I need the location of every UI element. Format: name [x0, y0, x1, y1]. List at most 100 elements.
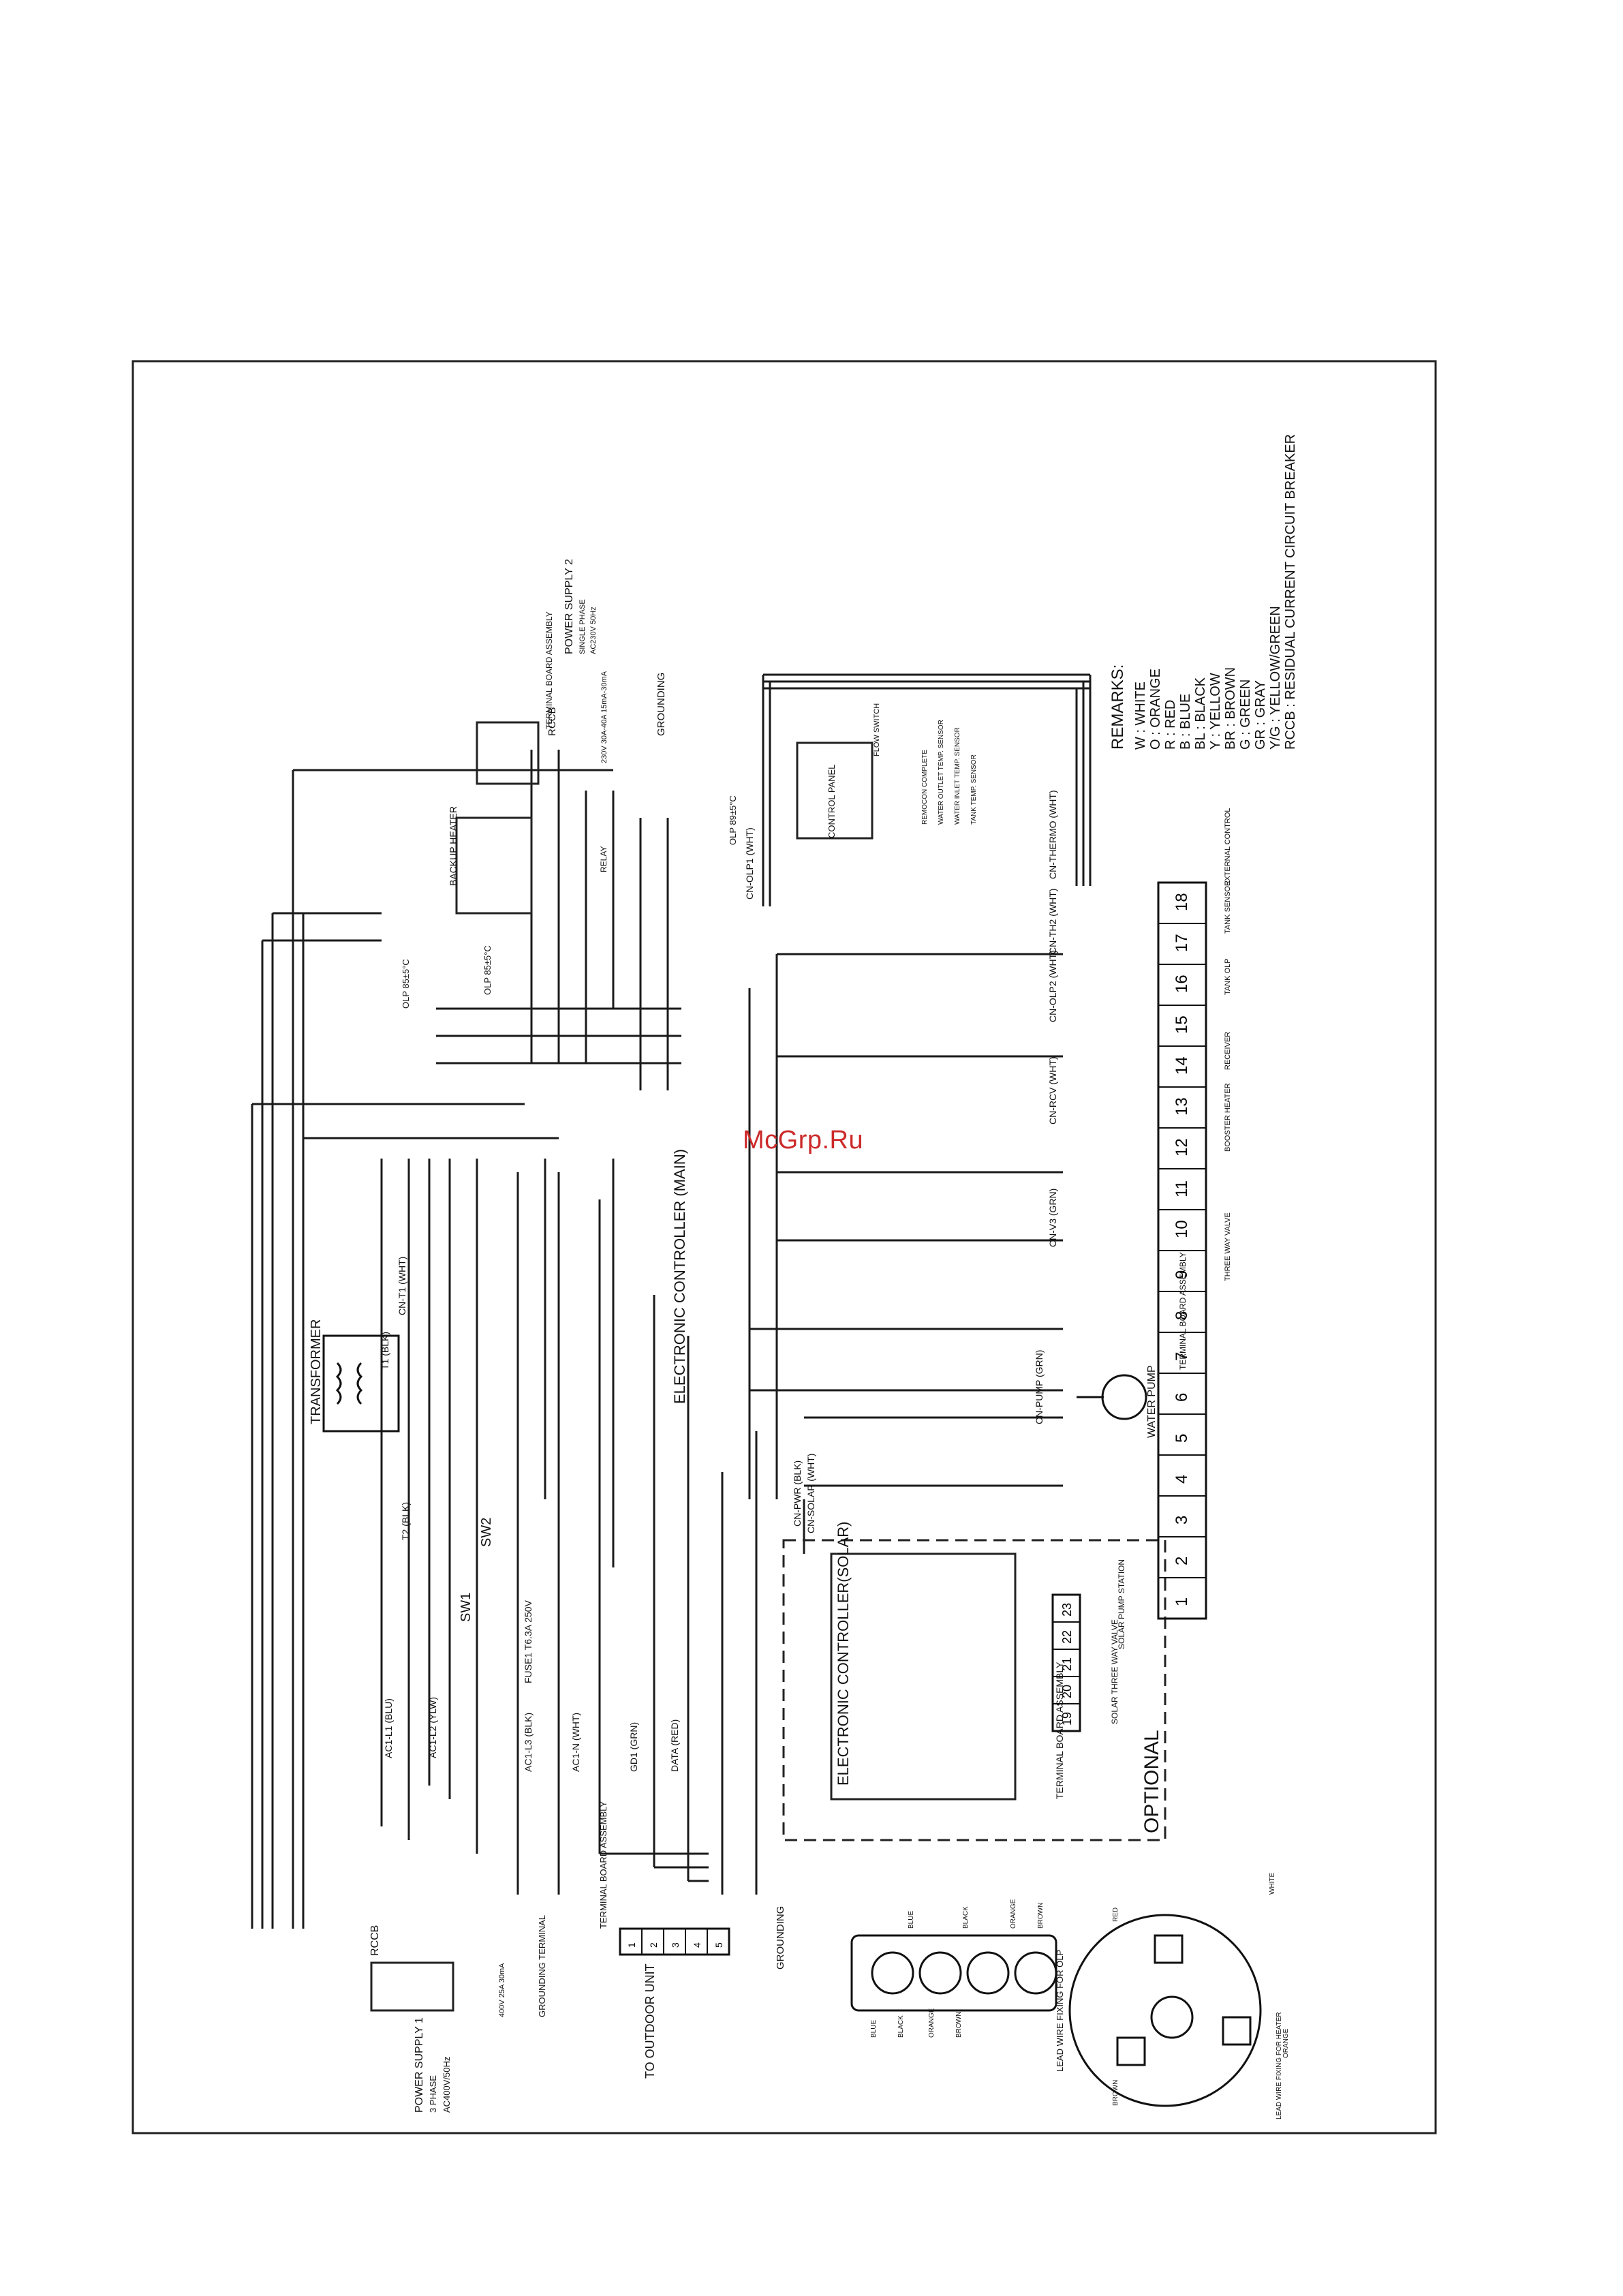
- control-panel-label: CONTROL PANEL: [826, 765, 837, 838]
- transformer: [322, 1334, 400, 1433]
- grounding-label-2: GROUNDING TERMINAL: [537, 1915, 547, 2017]
- power-supply-2-spec: SINGLE PHASE: [578, 599, 587, 654]
- fuse-label: FUSE1 T6.3A 250V: [523, 1599, 534, 1683]
- connector-labels: AC1-L1 (BLU) AC1-L2 (YLW) AC1-L3 (BLK) AC1-…: [380, 790, 1058, 1772]
- connector-label: AC1-L1 (BLU): [383, 1698, 394, 1758]
- remark-item: RCCB : RESIDUAL CURRENT CIRCUIT BREAKER: [1283, 434, 1298, 750]
- right-terminal-number: 9: [1173, 1270, 1191, 1279]
- right-terminal-number: 16: [1173, 975, 1191, 993]
- connector-label: CN-RCV (WHT): [1047, 1056, 1058, 1124]
- solar-caption: SOLAR PUMP STATION: [1117, 1559, 1126, 1649]
- remark-item: GR : GRAY: [1253, 680, 1268, 750]
- sensor-label: WATER INLET TEMP. SENSOR: [954, 727, 961, 825]
- control-panel-box: [796, 741, 874, 840]
- connector-label: CN-OLP1 (WHT): [744, 827, 755, 900]
- right-terminal-caption: EXTERNAL CONTROL: [1224, 808, 1232, 886]
- right-terminal-number: 6: [1173, 1393, 1191, 1402]
- lead-color-label: BLUE: [870, 2020, 878, 2038]
- right-terminal-caption: TANK OLP: [1224, 958, 1232, 995]
- connector-label: T2 (BLK): [400, 1502, 411, 1540]
- connector-label: AC1-N (WHT): [570, 1713, 581, 1772]
- right-terminal-number: 3: [1173, 1516, 1191, 1525]
- right-terminal-number: 7: [1173, 1352, 1191, 1361]
- water-pump-symbol: [1077, 1374, 1147, 1420]
- grounding-label-1: GROUNDING: [655, 673, 667, 736]
- lead-color-label: ORANGE: [1010, 1899, 1017, 1929]
- backup-heater-box: [455, 816, 533, 915]
- right-terminal-number: 5: [1173, 1434, 1191, 1443]
- power-supply-1-title: POWER SUPPLY 1: [414, 2017, 425, 2113]
- water-pump-label: WATER PUMP: [1146, 1365, 1158, 1438]
- right-terminal-caption: RECEIVER: [1224, 1032, 1232, 1070]
- lead-fixing-heater-label: LEAD WIRE FIXING FOR HEATER: [1276, 2012, 1283, 2119]
- terminal-board-label-1: TERMINAL BOARD ASSEMBLY: [544, 611, 554, 729]
- olp-label: OLP 85±5°C: [482, 945, 493, 995]
- remark-item: BL : BLACK: [1193, 677, 1208, 750]
- connector-label: CN-OLP2 (WHT): [1047, 950, 1058, 1022]
- lead-color-label: BLACK: [962, 1906, 970, 1929]
- right-terminal-number: 13: [1173, 1097, 1191, 1116]
- right-terminal-number: 2: [1173, 1557, 1191, 1565]
- right-terminal-caption: TANK SENSOR: [1224, 881, 1232, 934]
- right-terminal-number: 17: [1173, 934, 1191, 952]
- right-terminal-number: 18: [1173, 893, 1191, 911]
- solar-controller-label: ELECTRONIC CONTROLLER(SOLAR): [835, 1521, 852, 1786]
- lead-color-label: WHITE: [1269, 1872, 1276, 1895]
- bottom-terminal-cell: [685, 1928, 708, 1955]
- connector-label: GD1 (GRN): [628, 1722, 639, 1772]
- remark-item: Y : YELLOW: [1208, 673, 1223, 750]
- right-terminal-number: 8: [1173, 1311, 1191, 1320]
- solar-terminal-number: 23: [1060, 1603, 1074, 1617]
- power-supply-1-rating: 400V 25A 30mA: [498, 1963, 506, 2017]
- bottom-terminal-number: 5: [713, 1942, 724, 1948]
- sensor-label: WATER OUTLET TEMP. SENSOR: [938, 720, 945, 825]
- connector-label: AC1-L3 (BLK): [523, 1713, 534, 1772]
- optional-area: [782, 1539, 1166, 1841]
- power-supply-2-voltage: AC230V 50Hz: [589, 607, 598, 654]
- solar-caption: SOLAR THREE WAY VALVE: [1110, 1619, 1119, 1724]
- connector-label: CN-THERMO (WHT): [1047, 790, 1058, 879]
- connector-label: CN-TH2 (WHT): [1047, 889, 1058, 954]
- to-outdoor-label: TO OUTDOOR UNIT: [643, 1963, 657, 2079]
- bottom-terminal-number: 1: [626, 1942, 637, 1948]
- right-terminal-number: 11: [1173, 1180, 1191, 1197]
- remark-item: G : GREEN: [1238, 679, 1253, 750]
- solar-terminal-number: 19: [1060, 1712, 1074, 1726]
- backup-heater-label: BACKUP HEATER: [448, 806, 459, 886]
- diagram-border: [132, 360, 1437, 2134]
- connector-label: CN-PWR (BLK): [792, 1460, 803, 1527]
- connector-label: AC1-L2 (YLW): [427, 1697, 438, 1758]
- transformer-label: TRANSFORMER: [309, 1319, 324, 1424]
- right-terminal-caption: THREE WAY VALVE: [1224, 1212, 1232, 1281]
- right-terminal-number: 15: [1173, 1015, 1191, 1034]
- solar-terminal-number: 21: [1060, 1657, 1074, 1671]
- lead-color-label: ORANGE: [928, 2008, 936, 2038]
- sw1-label: SW1: [459, 1593, 474, 1622]
- right-terminal-caption: BOOSTER HEATER: [1224, 1083, 1232, 1152]
- lead-color-label: BLUE: [908, 1911, 915, 1929]
- terminal-board-label-2: TERMINAL BOARD ASSEMBLY: [598, 1801, 608, 1929]
- right-terminal-cell: [1158, 882, 1207, 924]
- connector-label: CN-T1 (WHT): [397, 1257, 407, 1315]
- optional-label: OPTIONAL: [1141, 1730, 1163, 1833]
- bottom-terminal-number: 2: [648, 1942, 659, 1948]
- sensor-label: REMOCON COMPLETE: [921, 750, 929, 825]
- remark-item: W : WHITE: [1133, 682, 1148, 750]
- rccb-2-box: [476, 721, 540, 785]
- connector-label: CN-PUMP (GRN): [1034, 1350, 1045, 1424]
- rccb-1-box: [370, 1961, 454, 2012]
- lead-fixing-heater: [1068, 1914, 1262, 2107]
- flow-switch-label: FLOW SWITCH: [873, 703, 881, 756]
- connector-label: DATA (RED): [669, 1719, 680, 1772]
- lead-color-label: BROWN: [1037, 1903, 1045, 1929]
- relay-label: RELAY: [599, 846, 608, 872]
- bottom-terminal-board: [619, 1927, 730, 1956]
- solar-terminal-number: 22: [1060, 1630, 1074, 1644]
- terminal-board-label-3: TERMINAL BOARD ASSEMBLY: [1178, 1252, 1188, 1370]
- right-terminal-number: 10: [1173, 1220, 1191, 1238]
- remark-item: R : RED: [1163, 700, 1178, 750]
